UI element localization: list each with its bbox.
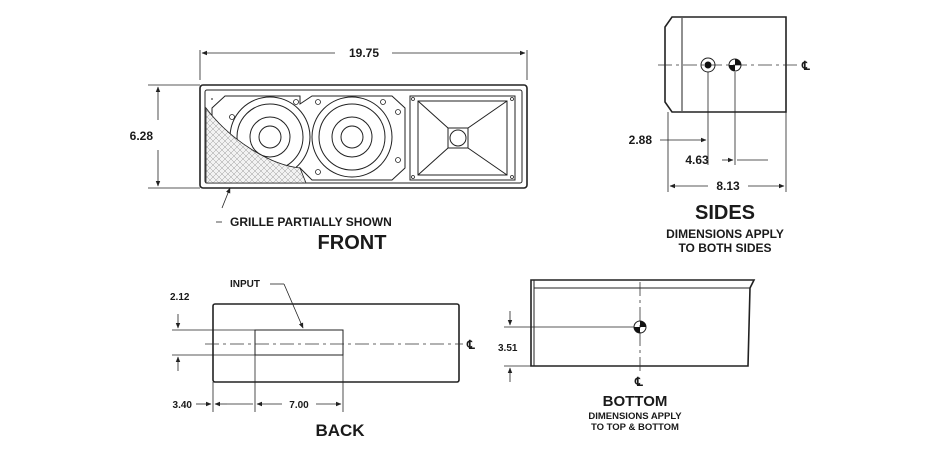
bottom-view: ℄ 3.51 BOTTOM DIMENSIONS APPLY TO TOP & …: [498, 279, 756, 433]
front-title: FRONT: [318, 232, 387, 254]
front-enclosure: [199, 84, 528, 189]
back-view: ℄ INPUT 2.12 3.40 7.00 BACK: [170, 279, 475, 440]
sides-centerline: ℄: [801, 59, 810, 73]
sides-view: ℄ 2.88 4.63 8.13 SIDES DIMENSIONS APPLY …: [629, 16, 810, 255]
bottom-centerline: ℄: [634, 375, 643, 389]
bottom-panel: [530, 279, 756, 367]
bottom-note-line2: TO TOP & BOTTOM: [591, 422, 679, 433]
horn-tweeter: [409, 95, 516, 181]
sides-note-line2: TO BOTH SIDES: [678, 241, 771, 255]
side-panel: [664, 16, 787, 113]
back-centerline: ℄: [466, 338, 475, 352]
input-panel: [254, 329, 344, 356]
bottom-note-line1: DIMENSIONS APPLY: [588, 411, 682, 422]
center-of-gravity-symbol: [728, 58, 742, 72]
input-label: INPUT: [230, 279, 260, 290]
bottom-title: BOTTOM: [603, 393, 668, 410]
sides-title: SIDES: [695, 202, 755, 224]
back-panel: [212, 303, 460, 383]
grille-note: GRILLE PARTIALLY SHOWN: [230, 215, 392, 229]
back-title: BACK: [315, 421, 365, 440]
front-width-dimension: 19.75: [349, 46, 379, 60]
sides-dim-2-88: 2.88: [629, 133, 653, 147]
back-dim-7-00: 7.00: [289, 400, 309, 411]
woofer-right: [311, 96, 401, 178]
sides-note-line1: DIMENSIONS APPLY: [666, 227, 784, 241]
bottom-dim-3-51: 3.51: [498, 343, 518, 354]
sides-dim-8-13: 8.13: [716, 179, 740, 193]
sides-dim-4-63: 4.63: [685, 153, 709, 167]
front-height-dimension: 6.28: [130, 129, 154, 143]
grille-section: [205, 106, 307, 184]
back-dim-2-12: 2.12: [170, 292, 190, 303]
front-view: 19.75 6.28: [130, 46, 528, 254]
bottom-cog-symbol: [633, 320, 647, 334]
back-dim-3-40: 3.40: [173, 400, 193, 411]
